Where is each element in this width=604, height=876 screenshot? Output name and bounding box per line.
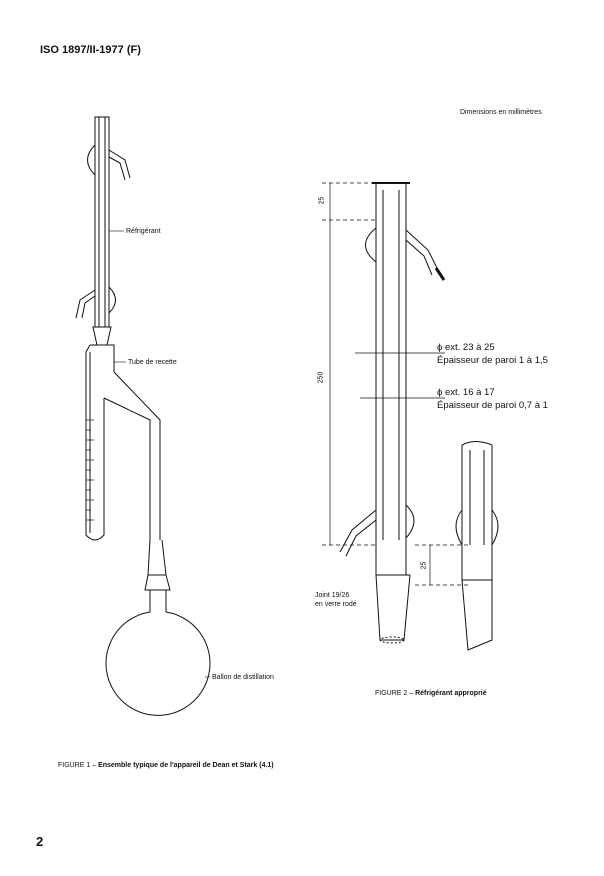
inner-diameter: ϕ ext. 16 à 17 — [437, 387, 495, 398]
joint-label: Joint 19/26 en verre rodé — [315, 591, 357, 609]
figure2-caption: FIGURE 2 – Réfrigérant approprié — [375, 690, 487, 697]
joint-line1: Joint 19/26 — [315, 592, 350, 599]
dim-top: 25 — [318, 196, 326, 205]
figure1-leaders — [109, 230, 210, 678]
dimensions-note: Dimensions en millimètres — [460, 109, 542, 116]
standard-header: ISO 1897/II-1977 (F) — [40, 44, 141, 56]
page-number: 2 — [36, 834, 44, 849]
caption-prefix: FIGURE 2 – — [375, 690, 414, 697]
caption-prefix: FIGURE 1 – — [58, 762, 97, 769]
outer-wall: Épaisseur de paroi 1 à 1,5 — [437, 355, 548, 366]
inner-wall: Épaisseur de paroi 0,7 à 1 — [437, 400, 548, 411]
figure2-condenser — [339, 182, 446, 644]
caption-title: Réfrigérant approprié — [415, 690, 487, 697]
figure1-receiver — [85, 344, 171, 591]
label-condenser: Réfrigérant — [126, 228, 161, 235]
figure2-dimensions — [322, 182, 470, 586]
dim-bottom: 25 — [420, 561, 428, 570]
figure1-caption: FIGURE 1 – Ensemble typique de l'apparei… — [58, 762, 274, 769]
inner-tube-spec: ϕ ext. 16 à 17 Épaisseur de paroi 0,7 à … — [437, 386, 548, 412]
figure1-flask — [105, 590, 211, 716]
label-flask: Ballon de distillation — [212, 674, 274, 681]
outer-tube-spec: ϕ ext. 23 à 25 Épaisseur de paroi 1 à 1,… — [437, 341, 548, 367]
figure1-condenser — [75, 116, 131, 346]
outer-diameter: ϕ ext. 23 à 25 — [437, 342, 495, 353]
joint-line2: en verre rodé — [315, 601, 357, 608]
label-receiver: Tube de recette — [128, 359, 177, 366]
caption-title: Ensemble typique de l'appareil de Dean e… — [98, 762, 274, 769]
dim-length: 250 — [317, 371, 325, 384]
figure2-detail-view — [455, 441, 499, 651]
